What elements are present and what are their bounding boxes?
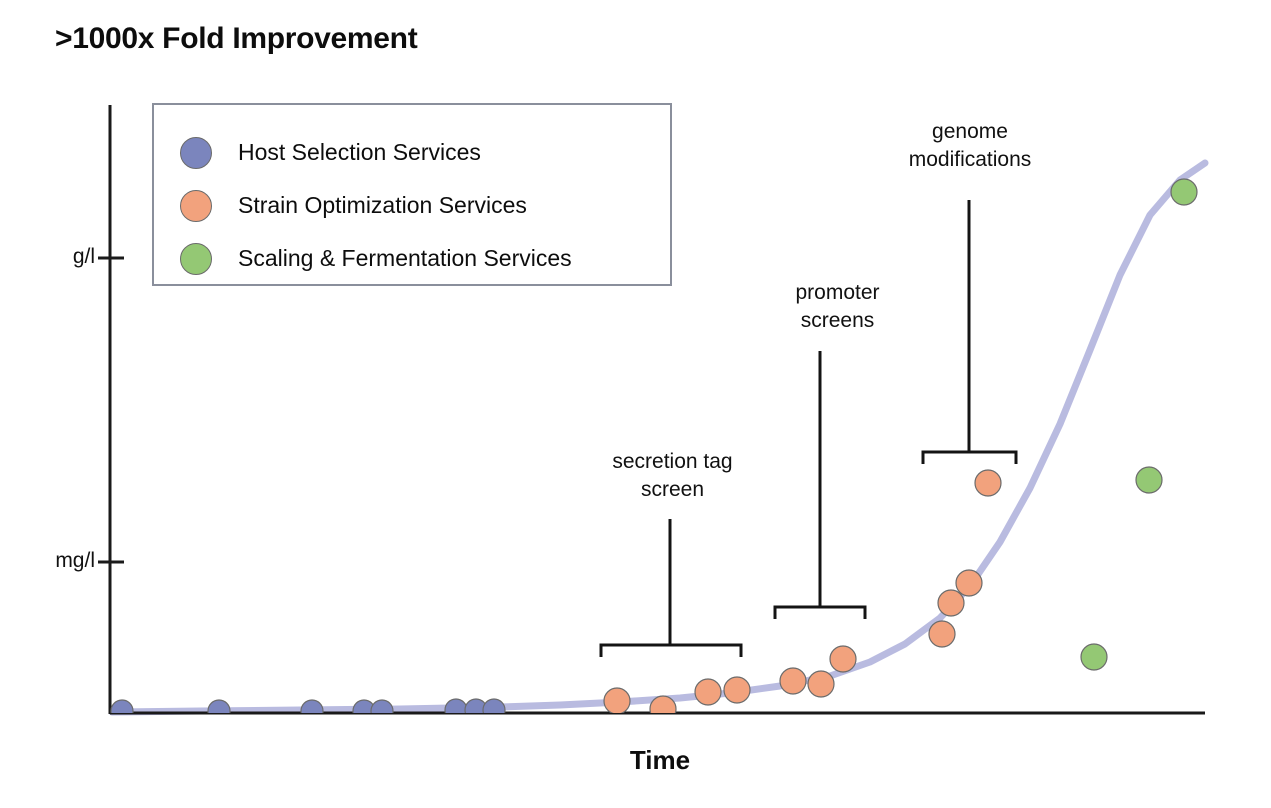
data-point[interactable] [444, 698, 468, 721]
data-point[interactable] [829, 645, 857, 673]
legend-marker-icon [180, 242, 212, 275]
data-point[interactable] [649, 695, 677, 722]
data-point[interactable] [1135, 466, 1163, 494]
data-point[interactable] [928, 620, 956, 648]
legend-marker-icon [180, 189, 212, 222]
data-point[interactable] [723, 676, 751, 704]
annotation-brackets [599, 200, 1018, 657]
data-points [110, 178, 1198, 722]
legend-marker-icon [180, 136, 212, 169]
data-point[interactable] [955, 569, 983, 597]
legend-item-host-selection[interactable]: Host Selection Services [180, 126, 670, 179]
data-point[interactable] [603, 687, 631, 714]
bracket-genome-modifications [921, 200, 1018, 464]
legend-item-strain-optimization[interactable]: Strain Optimization Services [180, 179, 670, 232]
page-title: >1000x Fold Improvement [55, 22, 418, 55]
legend-item-label: Host Selection Services [238, 139, 481, 165]
annotation-secretion-tag-screen: secretion tag screen [612, 450, 733, 502]
bracket-secretion-tag-screen [599, 519, 743, 657]
bracket-promoter-screens [773, 351, 867, 619]
data-point[interactable] [370, 699, 394, 722]
annotation-genome-modifications: genome modifications [908, 120, 1032, 172]
legend-item-scaling-fermentation[interactable]: Scaling & Fermentation Services [180, 232, 670, 285]
data-point[interactable] [207, 699, 231, 722]
data-point[interactable] [779, 667, 807, 695]
legend-item-label: Scaling & Fermentation Services [238, 245, 572, 271]
annotation-promoter-screens: promoter screens [795, 281, 880, 333]
data-point[interactable] [937, 589, 965, 617]
data-point[interactable] [1080, 643, 1108, 671]
y-axis-tick-label-mgl: mg/l [55, 549, 95, 572]
data-point[interactable] [974, 469, 1002, 497]
data-point[interactable] [1170, 178, 1198, 206]
data-point[interactable] [482, 698, 506, 721]
legend-item-label: Strain Optimization Services [238, 192, 527, 218]
data-point[interactable] [807, 670, 835, 698]
data-point[interactable] [110, 699, 134, 722]
x-axis-label: Time [629, 745, 691, 775]
chart-legend: Host Selection Services Strain Optimizat… [152, 103, 672, 286]
y-axis-tick-label-gl: g/l [72, 245, 95, 268]
data-point[interactable] [694, 678, 722, 706]
data-point[interactable] [300, 699, 324, 722]
